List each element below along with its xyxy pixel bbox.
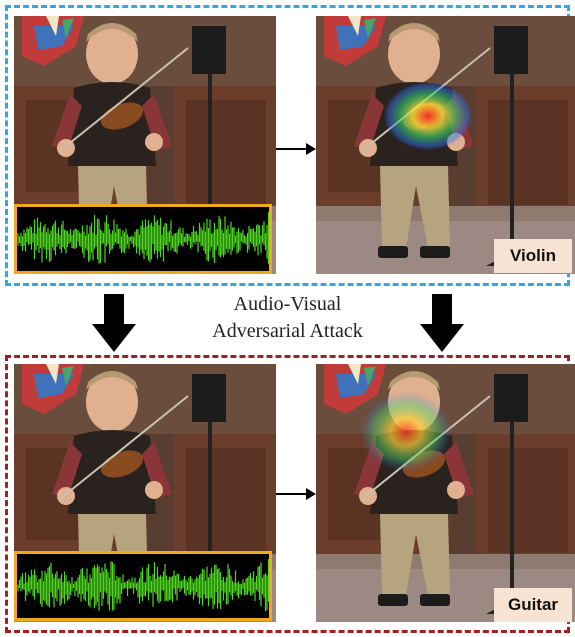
waveform-graphic: [17, 554, 269, 618]
down-arrow-icon: [92, 294, 136, 354]
down-arrow-icon: [420, 294, 464, 354]
arrow-right-icon: [276, 488, 316, 500]
violin-heatmap: [384, 82, 472, 150]
clean-audio-waveform: [14, 204, 272, 274]
clean-localization-frame: [316, 16, 575, 274]
adversarial-localization-frame: [316, 364, 575, 622]
caption-line-2: Adversarial Attack: [212, 320, 363, 342]
adversarial-audio-waveform: [14, 551, 272, 621]
prediction-label-guitar: Guitar: [494, 588, 572, 622]
arrow-right-icon: [276, 143, 316, 155]
waveform-graphic: [17, 207, 269, 271]
guitar-heatmap: [360, 392, 452, 472]
attack-caption: Audio-Visual Adversarial Attack: [180, 291, 395, 345]
caption-line-1: Audio-Visual: [233, 293, 342, 315]
prediction-label-violin: Violin: [494, 239, 572, 273]
